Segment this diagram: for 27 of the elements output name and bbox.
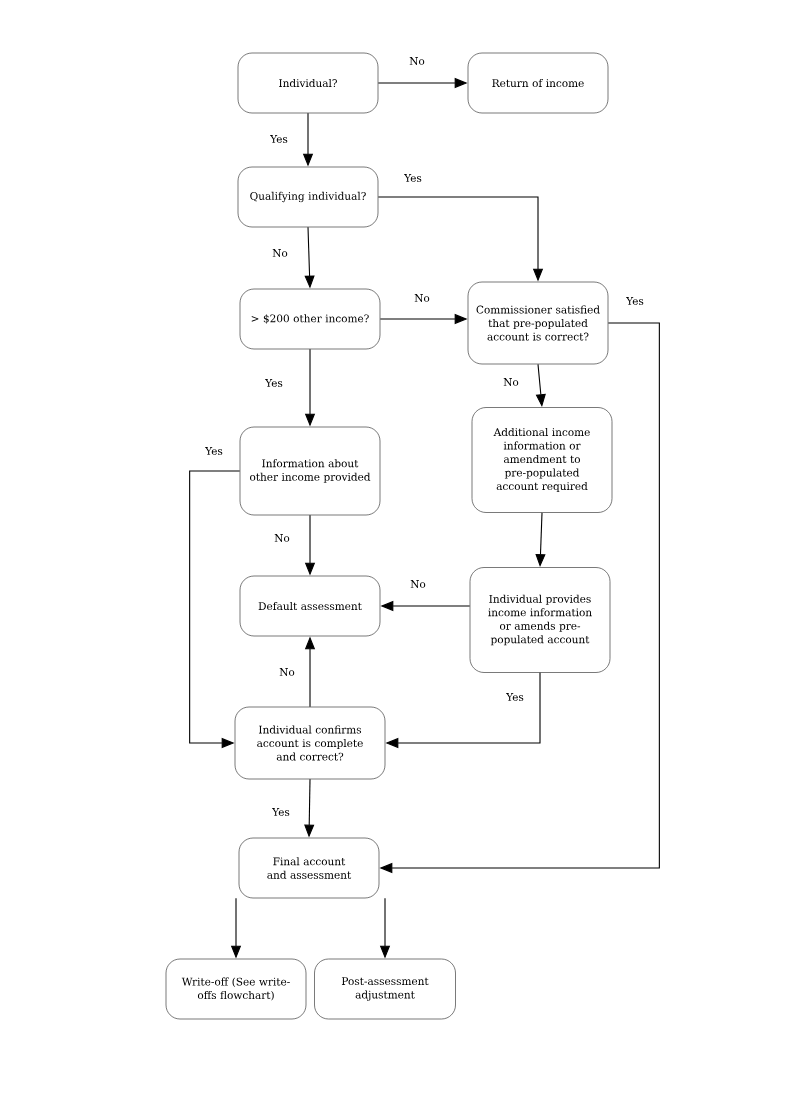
edge-label: Yes: [271, 807, 291, 817]
process-box: Additional income information or amendment to pre-populated account required: [471, 407, 613, 513]
process-box: Individual confirms account is complete and correct?: [234, 706, 386, 780]
process-box: Default assessment: [239, 575, 381, 637]
edge-label: Yes: [505, 692, 525, 702]
process-box: Return of income: [467, 52, 609, 114]
edge-label: No: [409, 579, 427, 589]
edge-label: No: [273, 533, 291, 543]
edge-label: Yes: [204, 446, 224, 456]
edge-label: No: [278, 667, 296, 677]
edge-label: Yes: [403, 173, 423, 183]
process-box: Qualifying individual?: [237, 166, 379, 228]
process-box: Individual provides income information or amends pre-populated account: [469, 567, 611, 673]
process-box: Final account and assessment: [238, 837, 380, 899]
edge-label: Yes: [625, 296, 645, 306]
edge-label: Yes: [269, 134, 289, 144]
edge-label: No: [408, 56, 426, 66]
process-box: Information about other income provided: [239, 426, 381, 516]
process-box: Commissioner satisfied that pre-populated account is correct?: [467, 281, 609, 365]
edge-label: No: [271, 248, 289, 258]
process-box: Post-assessment adjustment: [314, 958, 456, 1020]
process-box: Write-off (See write-offs flowchart): [165, 958, 307, 1020]
process-box: > $200 other income?: [239, 288, 381, 350]
edge-label: No: [413, 293, 431, 303]
edge-label: No: [502, 377, 520, 387]
edge-label: Yes: [264, 378, 284, 388]
process-box: Individual?: [237, 52, 379, 114]
